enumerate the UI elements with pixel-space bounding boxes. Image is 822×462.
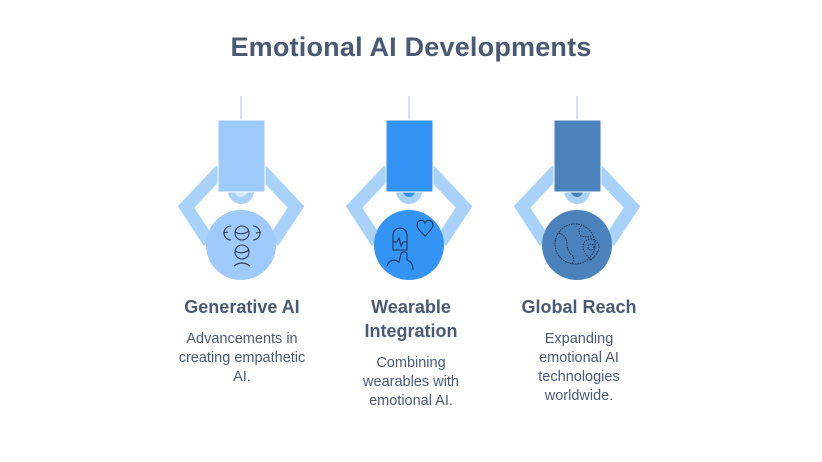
item-heading: Global Reach bbox=[521, 297, 637, 317]
item-description: Combining wearables with emotional AI. bbox=[363, 355, 459, 409]
item-generative-ai: Generative AI Advancements in creating e… bbox=[157, 295, 327, 387]
page-title: Emotional AI Developments bbox=[230, 32, 592, 62]
claw-global-reach bbox=[497, 90, 657, 290]
item-wearable-integration: Wearable Integration Combining wearables… bbox=[326, 295, 496, 411]
claw-arm-right bbox=[592, 165, 641, 246]
claw-arm-left bbox=[345, 165, 394, 246]
globe-location-icon bbox=[554, 223, 600, 265]
claw-arm-right bbox=[424, 165, 473, 246]
item-description: Expanding emotional AI technologies worl… bbox=[538, 331, 620, 404]
item-heading: Wearable Integration bbox=[364, 297, 458, 341]
item-heading: Generative AI bbox=[184, 297, 300, 317]
faces-emotion-icon bbox=[222, 225, 262, 267]
claw-arm-left bbox=[177, 165, 226, 246]
claw-arm-right bbox=[256, 165, 305, 246]
claw-generative-ai bbox=[161, 90, 321, 290]
wearable-heart-icon bbox=[386, 219, 434, 271]
claw-wearable-integration bbox=[329, 90, 489, 290]
item-global-reach: Global Reach Expanding emotional AI tech… bbox=[494, 295, 664, 406]
claw-arm-left bbox=[513, 165, 562, 246]
item-description: Advancements in creating empathetic AI. bbox=[178, 331, 306, 385]
